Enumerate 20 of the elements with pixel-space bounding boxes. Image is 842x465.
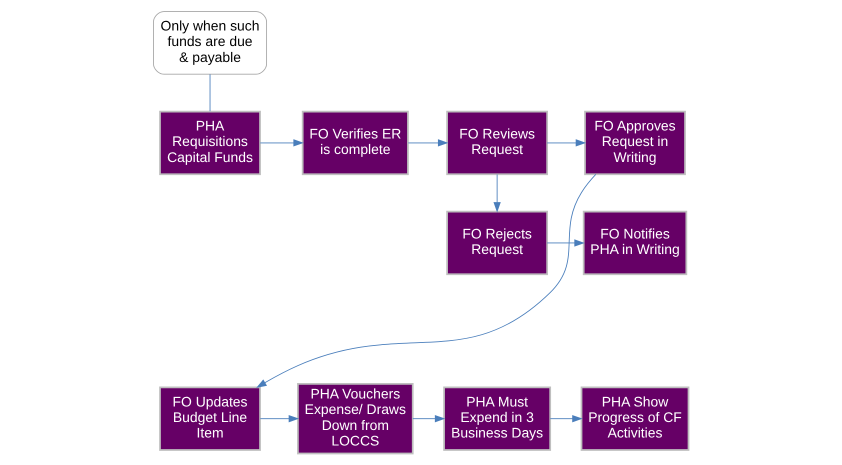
arrow [408, 139, 448, 147]
arrow [546, 239, 585, 247]
arrow [256, 174, 596, 388]
arrow [550, 415, 583, 422]
node-box: PHA Must Expend in 3 Business Days [443, 386, 552, 451]
node-box: FO Rejects Request [446, 210, 548, 276]
node-box: FO Notifies PHA in Writing [582, 210, 688, 276]
arrow [493, 174, 501, 213]
node-box: PHA Vouchers Expense/ Draws Down from LOCCS [297, 383, 414, 454]
node-box: PHA Requisitions Capital Funds [159, 110, 261, 176]
node-box: PHA Show Progress of CF Activities [580, 386, 690, 451]
arrow [260, 139, 304, 147]
arrow [260, 415, 300, 422]
node-box: Only when such funds are due & payable [153, 11, 268, 75]
node-box: FO Reviews Request [446, 110, 548, 176]
node-box: FO Updates Budget Line Item [159, 386, 261, 451]
arrow [412, 415, 446, 422]
arrow [546, 139, 586, 147]
node-box: FO Verifies ER is complete [302, 110, 409, 176]
node-box: FO Approves Request in Writing [584, 110, 686, 176]
